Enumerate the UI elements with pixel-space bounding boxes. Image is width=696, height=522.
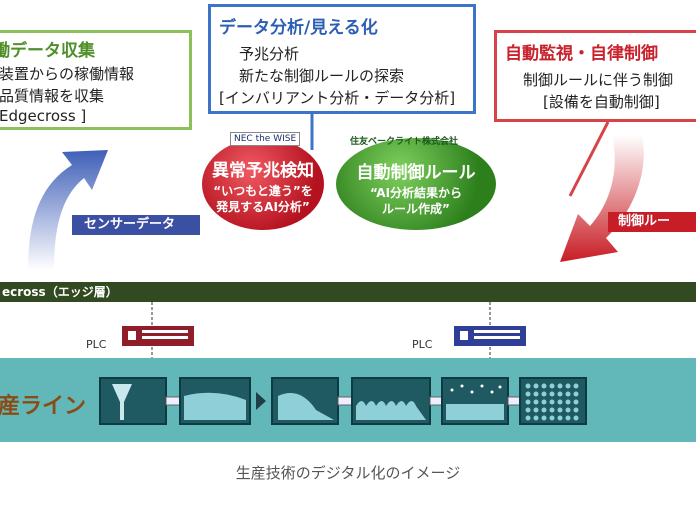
autonomous-control-line-1: 制御ルールに伴う制御 (523, 71, 674, 89)
autonomous-control-line-2: [設備を自動制御] (543, 93, 660, 111)
control-rule-label: 制御ルー (608, 212, 696, 232)
production-line-label: 産ライン (0, 394, 87, 419)
plc-right-label: PLC (412, 338, 433, 351)
data-analysis-line-3: [インバリアント分析・データ分析] (219, 89, 456, 107)
machine-4-icon (351, 377, 431, 425)
auto-control-rule-badge: 住友ベークライト株式会社 自動制御ルール “AI分析結果から ルール作成” (336, 137, 496, 230)
plc-left-device-icon (122, 326, 194, 346)
sumitomo-logo: 住友ベークライト株式会社 (350, 137, 459, 147)
anomaly-detection-badge: NEC the WISE 異常予兆検知 “いつもと違う”を 発見するAI分析” (202, 132, 324, 230)
data-collection-box: 働データ収集 装置からの稼働情報 品質情報を収集 Edgecross ] (0, 30, 192, 130)
sensor-data-label: センサーデータ (72, 215, 200, 235)
auto-control-rule-line-1: “AI分析結果から (369, 186, 463, 200)
control-arrow-icon (560, 135, 644, 262)
anomaly-detection-title: 異常予兆検知 (212, 161, 314, 181)
machine-6-icon (519, 377, 587, 425)
machine-5-icon (441, 377, 509, 425)
data-collection-line-3: Edgecross ] (0, 107, 87, 125)
autonomous-control-box: 自動監視・自律制御 制御ルールに伴う制御 [設備を自動制御] (494, 30, 696, 122)
data-analysis-line-2: 新たな制御ルールの探索 (239, 67, 405, 85)
data-analysis-title: データ分析/見える化 (219, 18, 378, 38)
machine-1-icon (99, 377, 167, 425)
machine-2-icon (179, 377, 251, 425)
data-analysis-line-1: 予兆分析 (239, 45, 300, 63)
data-collection-title: 働データ収集 (0, 41, 95, 61)
sensor-arrow-icon (28, 150, 108, 270)
data-analysis-box: データ分析/見える化 予兆分析 新たな制御ルールの探索 [インバリアント分析・デ… (208, 4, 476, 114)
nec-logo: NEC the WISE (230, 132, 301, 146)
anomaly-detection-line-1: “いつもと違う”を (213, 184, 313, 198)
edge-layer-bar (0, 282, 696, 302)
data-collection-line-1: 装置からの稼働情報 (0, 65, 135, 83)
autonomous-control-title: 自動監視・自律制御 (505, 44, 658, 64)
diagram-caption: 生産技術のデジタル化のイメージ (235, 464, 461, 482)
plc-left-label: PLC (86, 338, 107, 351)
anomaly-detection-line-2: 発見するAI分析” (216, 200, 310, 214)
auto-control-rule-title: 自動制御ルール (356, 163, 476, 183)
machine-3-icon (271, 377, 339, 425)
auto-control-rule-line-2: ルール作成” (382, 202, 450, 216)
edge-layer-label: ecross（エッジ層） (2, 285, 118, 299)
red-connector-line (568, 121, 610, 197)
plc-right-device-icon (454, 326, 526, 346)
data-collection-line-2: 品質情報を収集 (0, 87, 105, 105)
